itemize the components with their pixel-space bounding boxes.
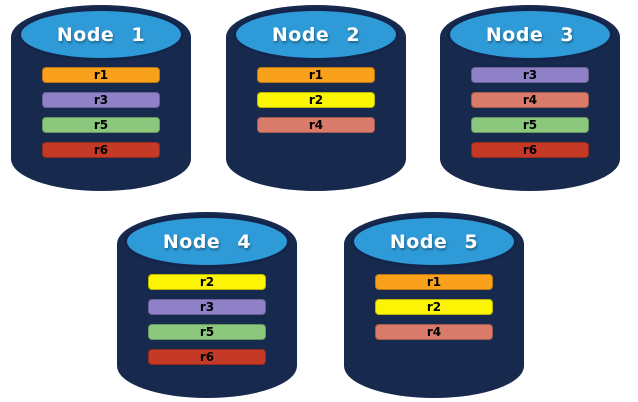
node-label: Node 1 [56,23,146,46]
node-label: Node 4 [162,230,252,253]
node-label: Node 2 [271,23,361,46]
replica-bar-r6: r6 [471,142,589,158]
node-label: Node 3 [485,23,575,46]
node-label: Node 5 [389,230,479,253]
replica-bar-r5: r5 [471,117,589,133]
replica-list: r2 r3 r5 r6 [148,274,266,365]
replica-bar-r1: r1 [42,67,160,83]
replica-bar-r3: r3 [148,299,266,315]
replica-bar-r6: r6 [42,142,160,158]
cylinder-top-ellipse: Node 2 [233,8,399,61]
node-cylinder-1: Node 1 r1 r3 r5 r6 [11,5,191,191]
cylinder-top-ellipse: Node 4 [124,215,290,268]
replica-bar-r5: r5 [148,324,266,340]
replica-bar-r2: r2 [375,299,493,315]
replica-bar-r4: r4 [471,92,589,108]
replica-bar-r1: r1 [375,274,493,290]
replica-bar-r2: r2 [148,274,266,290]
node-cylinder-3: Node 3 r3 r4 r5 r6 [440,5,620,191]
replica-list: r1 r2 r4 [375,274,493,340]
cylinder-top-ellipse: Node 1 [18,8,184,61]
replica-bar-r6: r6 [148,349,266,365]
replica-bar-r4: r4 [257,117,375,133]
replica-list: r1 r2 r4 [257,67,375,133]
replica-bar-r3: r3 [42,92,160,108]
replica-list: r1 r3 r5 r6 [42,67,160,158]
replica-bar-r5: r5 [42,117,160,133]
replica-bar-r3: r3 [471,67,589,83]
replica-list: r3 r4 r5 r6 [471,67,589,158]
node-cylinder-4: Node 4 r2 r3 r5 r6 [117,212,297,398]
node-cylinder-5: Node 5 r1 r2 r4 [344,212,524,398]
replica-bar-r2: r2 [257,92,375,108]
replica-bar-r4: r4 [375,324,493,340]
replica-bar-r1: r1 [257,67,375,83]
cylinder-top-ellipse: Node 3 [447,8,613,61]
cylinder-top-ellipse: Node 5 [351,215,517,268]
node-cylinder-2: Node 2 r1 r2 r4 [226,5,406,191]
